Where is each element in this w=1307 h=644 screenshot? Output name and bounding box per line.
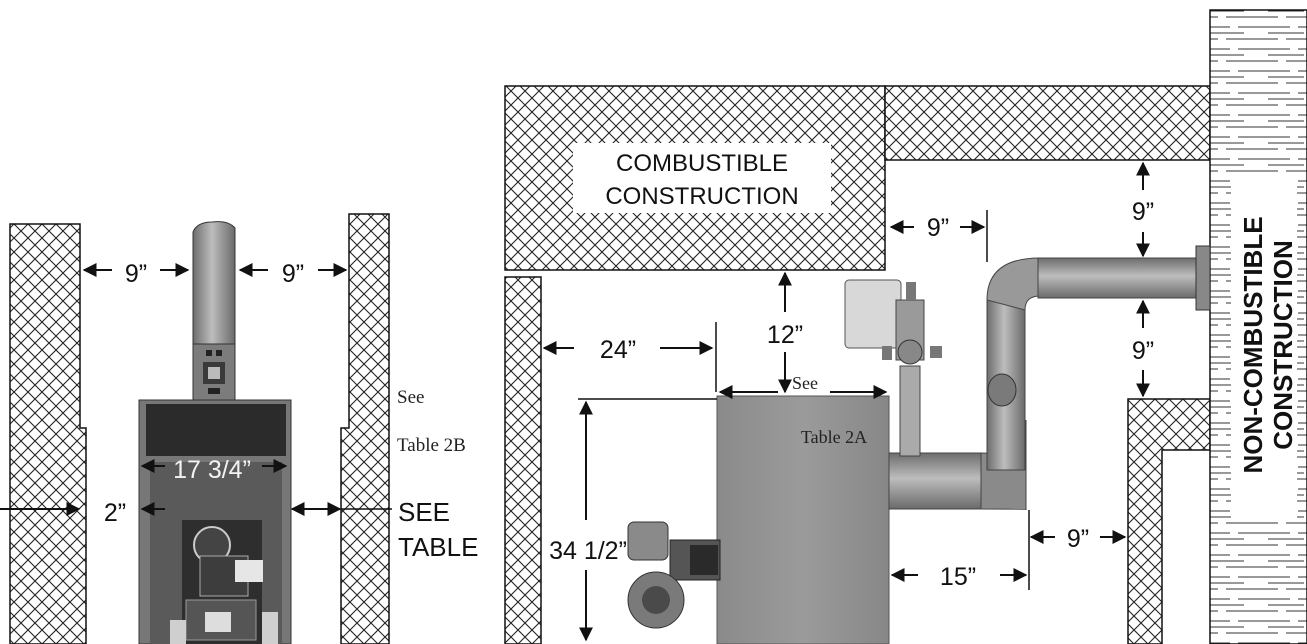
front-width-label: 17 3/4” bbox=[173, 456, 251, 484]
side-pipe-upper-9-label: 9” bbox=[1132, 198, 1154, 226]
combustible-label-2: CONSTRUCTION bbox=[605, 183, 798, 210]
see-table2b-line1: See bbox=[397, 387, 424, 408]
lower-right-wall bbox=[1127, 398, 1211, 644]
front-view: 9” 9” 17 3/4” 2” See Table 2B SEE TABLE bbox=[0, 213, 478, 644]
front-right-wall bbox=[340, 213, 390, 644]
side-top-9-label: 9” bbox=[927, 214, 949, 242]
noncombustible-label-2: CONSTRUCTION bbox=[1268, 240, 1298, 449]
see-table2a-line2: Table 2A bbox=[801, 427, 867, 447]
side-left-wall bbox=[504, 276, 542, 644]
side-height-label: 34 1/2” bbox=[549, 537, 627, 565]
see-table2a-line1: See bbox=[792, 373, 818, 393]
side-control bbox=[844, 279, 942, 457]
noncombustible-label-1: NON-COMBUSTIBLE bbox=[1238, 216, 1268, 473]
side-bottom-9-label: 9” bbox=[1067, 525, 1089, 553]
see-table-line1: SEE bbox=[398, 497, 450, 527]
combustible-label-1: COMBUSTIBLE bbox=[616, 150, 788, 177]
side-12-label: 12” bbox=[767, 321, 803, 349]
see-table-line2: TABLE bbox=[398, 532, 478, 562]
front-right-9-label: 9” bbox=[282, 260, 304, 288]
front-boiler bbox=[138, 399, 292, 644]
front-left-9-label: 9” bbox=[125, 260, 147, 288]
side-vent-pipe bbox=[888, 245, 1211, 511]
front-2-label: 2” bbox=[104, 499, 126, 527]
side-burner bbox=[627, 521, 721, 629]
front-left-wall bbox=[9, 223, 87, 644]
see-table2b-line2: Table 2B bbox=[397, 435, 466, 456]
side-15-label: 15” bbox=[940, 563, 976, 591]
side-pipe-lower-9-label: 9” bbox=[1132, 337, 1154, 365]
side-boiler bbox=[716, 395, 890, 644]
upper-ceiling-strip bbox=[884, 85, 1211, 161]
front-flue-pipe bbox=[192, 221, 236, 401]
side-24-label: 24” bbox=[600, 336, 636, 364]
side-view: COMBUSTIBLE CONSTRUCTION NON-COMBUSTIBLE… bbox=[504, 9, 1307, 644]
